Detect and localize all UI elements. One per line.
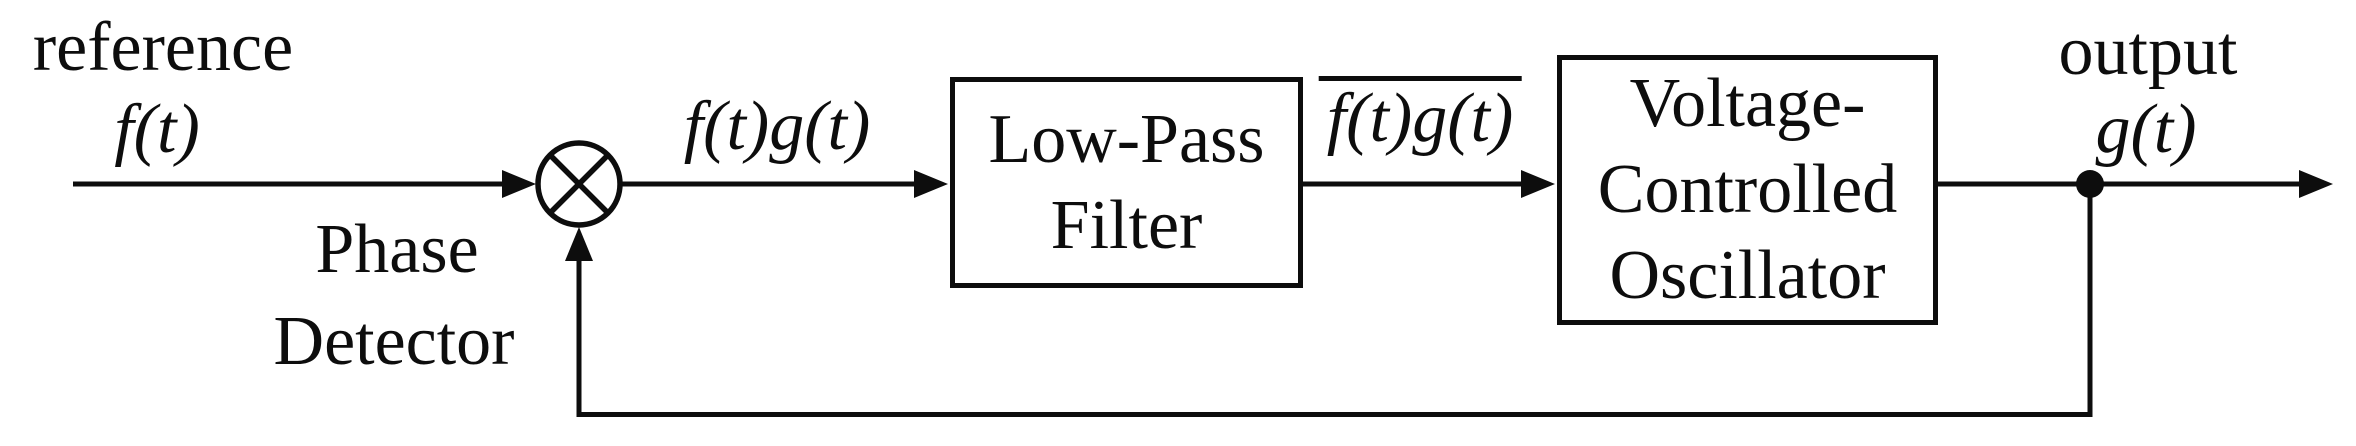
phase-detector-caption-line1: Phase	[315, 211, 479, 288]
vco-block: Voltage- Controlled Oscillator	[1557, 55, 1938, 325]
reference-input-arrow	[73, 170, 536, 198]
output-caption: output	[2058, 13, 2238, 90]
branch-node-dot	[2076, 170, 2104, 198]
low-pass-filter-block: Low-Pass Filter	[950, 77, 1303, 288]
output-arrow	[1938, 170, 2333, 198]
feedback-path-arrow	[565, 184, 2093, 417]
mixer-multiplier-icon	[535, 140, 623, 228]
product-signal-arrow	[620, 170, 948, 198]
vco-label-line1: Voltage-	[1629, 65, 1866, 142]
vco-label-line3: Oscillator	[1609, 237, 1886, 314]
low-pass-filter-label-line2: Filter	[1050, 186, 1203, 264]
reference-signal-label: f(t)	[114, 91, 200, 168]
product-signal-label: f(t)g(t)	[683, 88, 871, 165]
low-pass-filter-label-line1: Low-Pass	[988, 100, 1265, 178]
filtered-signal-arrow	[1303, 170, 1555, 198]
reference-caption: reference	[32, 9, 294, 86]
phase-detector-caption-line2: Detector	[273, 303, 515, 380]
vco-label-line2: Controlled	[1597, 151, 1898, 228]
filtered-product-signal-label: f(t)g(t)	[1318, 76, 1522, 154]
output-signal-label: g(t)	[2095, 91, 2197, 168]
